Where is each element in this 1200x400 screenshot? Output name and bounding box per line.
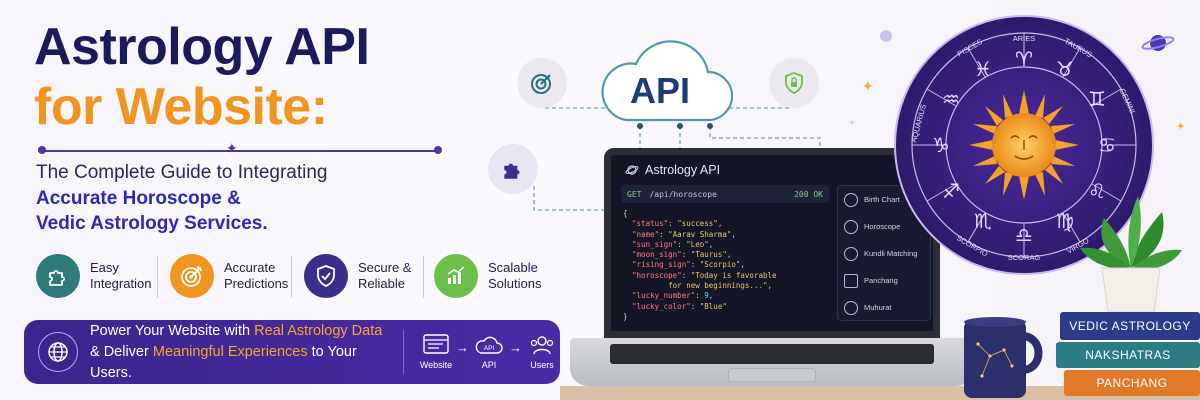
service-menu: Birth Chart Horoscope Kundli Matching Pa…	[837, 185, 931, 321]
sign-label-aries: ARIES	[1013, 34, 1036, 43]
cta-banner: Power Your Website with Real Astrology D…	[24, 320, 560, 384]
book-nakshatras: NAKSHATRAS	[1056, 342, 1200, 368]
sign-label-scorpio: SCORAG	[1008, 253, 1041, 262]
flow-website: Website	[418, 334, 454, 370]
globe-icon	[38, 332, 78, 372]
laptop-keyboard	[610, 344, 934, 364]
page-title-line1: Astrology API	[34, 18, 370, 76]
capricorn-glyph: ♑	[932, 133, 950, 157]
flow-users: Users	[524, 334, 560, 370]
calendar-icon	[844, 273, 858, 288]
gemini-glyph: ♊	[1088, 87, 1106, 111]
sparkle-icon: ✦	[1176, 121, 1186, 133]
feature-separator	[291, 256, 292, 298]
subtitle-line1: The Complete Guide to Integrating	[36, 162, 328, 183]
shield-icon	[304, 254, 348, 298]
planet-icon	[1141, 35, 1175, 51]
menu-item-muhurat[interactable]: Muhurat	[838, 294, 930, 321]
menu-item-kundli-matching[interactable]: Kundli Matching	[838, 240, 930, 267]
banner-separator	[403, 330, 404, 374]
book-vedic-astrology: VEDIC ASTROLOGY	[1060, 312, 1200, 340]
feature-secure-reliable: Secure &Reliable	[304, 252, 430, 300]
feature-separator	[423, 256, 424, 298]
puzzle-icon	[488, 144, 538, 194]
virgo-glyph: ♍	[1056, 209, 1074, 233]
cloud-api-text: API	[484, 345, 495, 352]
zodiac-wheel: ♈ ♉ ♊ ♋ ♌ ♍ ♎ ♏ ♐ ♑ ♒ ♓ PISCES ARIES TAU…	[894, 15, 1154, 275]
subtitle-line3: Vedic Astrology Services.	[36, 213, 268, 234]
menu-item-birth-chart[interactable]: Birth Chart	[838, 186, 930, 213]
menu-item-panchang[interactable]: Panchang	[838, 267, 930, 294]
feature-separator	[157, 256, 158, 298]
banner-text: Power Your Website with Real Astrology D…	[90, 322, 383, 381]
menu-item-horoscope[interactable]: Horoscope	[838, 213, 930, 240]
cloud-icon: API	[475, 336, 503, 354]
laptop-trackpad	[728, 368, 816, 382]
cancer-glyph: ♋	[1098, 133, 1116, 157]
leo-glyph: ♌	[1088, 179, 1106, 203]
laptop-screen: Astrology API ⋮ GET /api/horoscope 200 O…	[604, 148, 940, 338]
book-panchang: PANCHANG	[1064, 370, 1200, 396]
users-icon	[530, 336, 554, 355]
pisces-glyph: ♓	[974, 57, 992, 81]
scorpio-glyph: ♏	[974, 209, 992, 233]
sagittarius-glyph: ♐	[942, 179, 960, 203]
divider-dot	[38, 146, 46, 154]
desk-surface	[560, 386, 1200, 400]
divider-dot	[434, 146, 442, 154]
api-cloud	[601, 40, 734, 122]
coffee-mug	[964, 317, 1043, 398]
dot-icon	[880, 30, 892, 42]
http-method: GET	[627, 189, 642, 199]
request-bar: GET /api/horoscope 200 OK	[621, 185, 829, 203]
potted-plant	[1080, 196, 1182, 313]
page-title-line2: for Website:	[34, 78, 328, 136]
json-response: { "status": "success", "name": "Aarav Sh…	[623, 209, 777, 321]
divider-star-icon: ✦	[226, 140, 238, 156]
planet-icon	[625, 165, 639, 175]
status-badge: 200 OK	[794, 189, 823, 199]
endpoint-path: /api/horoscope	[649, 189, 717, 199]
arrow-icon: →	[509, 340, 522, 355]
sun-face-icon	[969, 90, 1079, 200]
data-flow-diagram: Website → API API → Users	[418, 334, 560, 370]
sparkle-icon: ✦	[862, 78, 874, 94]
birth-chart-icon	[844, 192, 858, 207]
browser-icon	[423, 334, 449, 354]
growth-chart-icon	[434, 254, 478, 298]
screen-app-title: Astrology API	[645, 163, 721, 177]
aquarius-glyph: ♒	[942, 87, 960, 111]
clock-icon	[844, 300, 858, 315]
screen-header: Astrology API	[625, 163, 720, 177]
heart-icon	[844, 246, 858, 261]
lock-shield-icon	[769, 58, 819, 108]
aries-glyph: ♈	[1015, 47, 1033, 71]
moon-icon	[844, 219, 858, 234]
taurus-glyph: ♉	[1056, 57, 1074, 81]
feature-label: Secure &Reliable	[358, 260, 412, 291]
puzzle-icon	[36, 254, 80, 298]
api-cloud-label: API	[630, 70, 691, 111]
target-icon	[517, 58, 567, 108]
flow-api: API API	[471, 334, 507, 370]
title-divider	[38, 150, 440, 152]
target-icon	[170, 254, 214, 298]
libra-glyph: ♎	[1015, 223, 1033, 247]
arrow-icon: →	[456, 340, 469, 355]
subtitle-line2: Accurate Horoscope &	[36, 188, 241, 209]
sparkle-icon: ✦	[848, 118, 857, 129]
wheel-dividers	[912, 33, 1136, 257]
